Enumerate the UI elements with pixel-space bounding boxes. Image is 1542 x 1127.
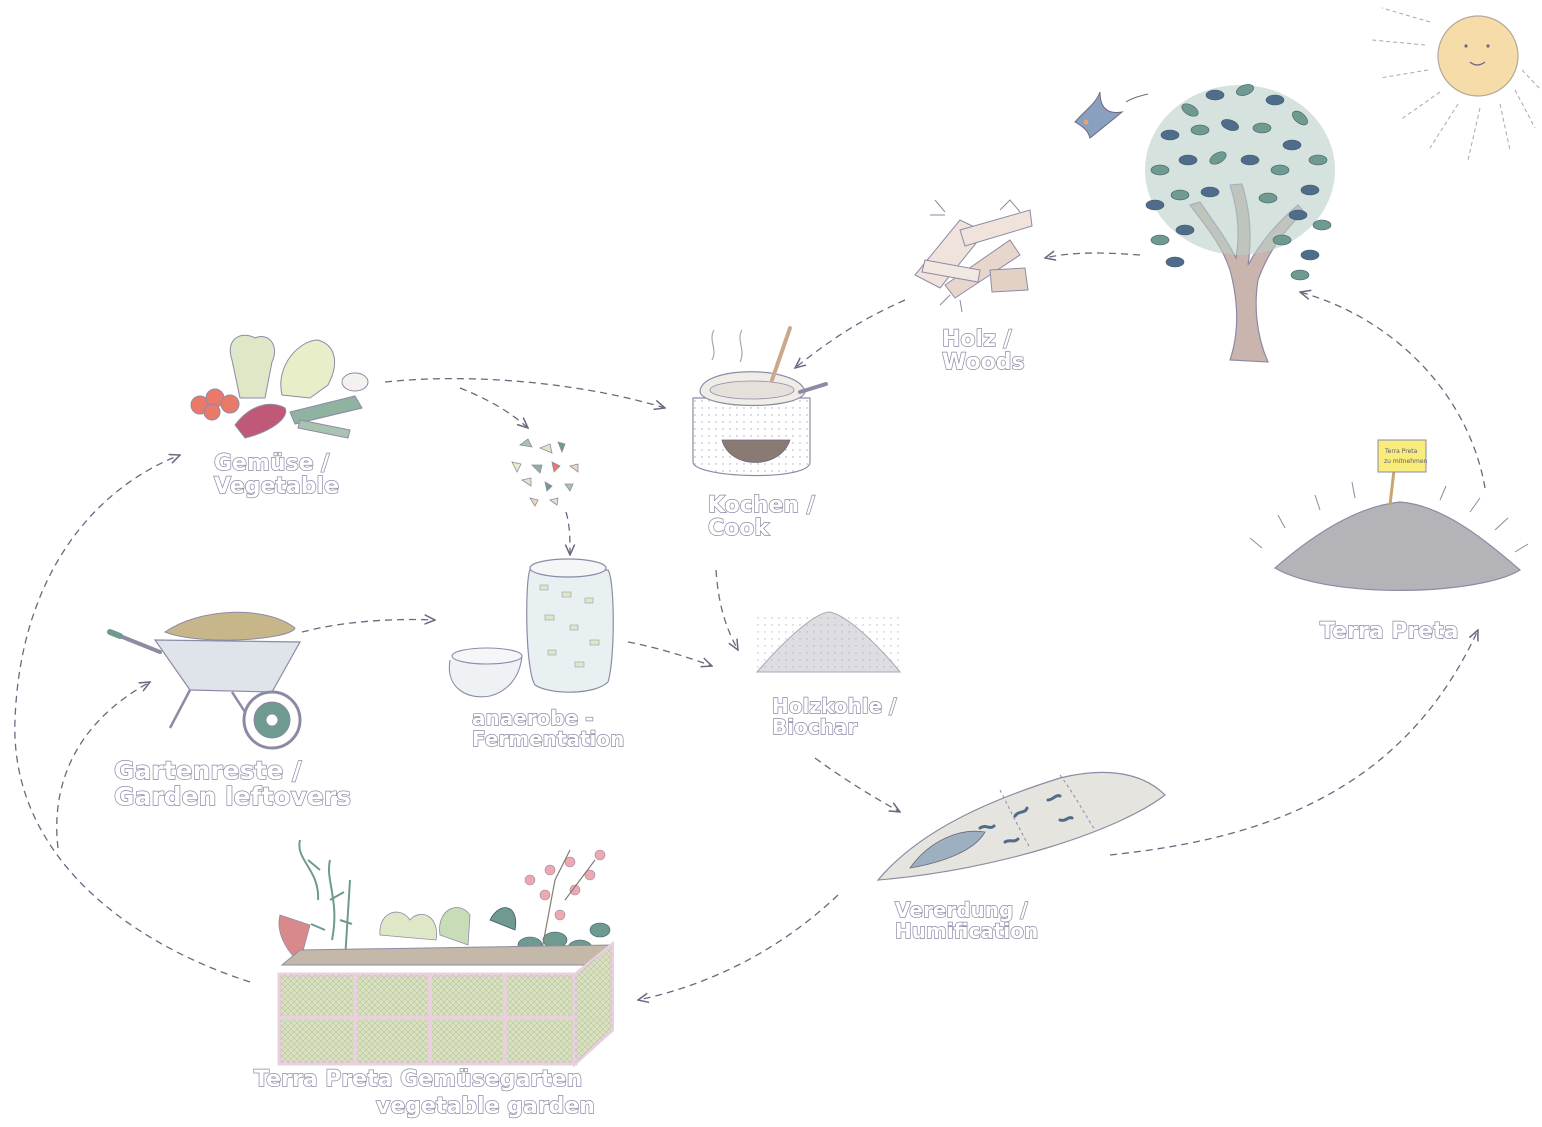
label-fermentation-en: Fermentation [471, 727, 625, 751]
fermentation-jar-icon [448, 558, 614, 698]
arrow-wheelbarrow-to-fermentation [301, 620, 435, 633]
arrow-humification-to-garden [638, 894, 839, 1000]
label-woods-de: Holz / [941, 327, 1012, 352]
arrow-garden-to-vegetable [14, 455, 251, 983]
arrow-tree-to-woods [1045, 253, 1141, 258]
vegetables-icon [190, 334, 369, 439]
arrow-scraps-to-jar [566, 511, 570, 555]
label-cook-en: Cook [707, 516, 770, 542]
label-biochar-de: Holzkohle / [771, 694, 897, 718]
arrow-vegetable-to-cook [384, 377, 665, 408]
arrow-humification-to-terrapreta [1109, 630, 1478, 856]
arrow-biochar-to-humification [814, 757, 900, 812]
label-vegetable-de: Gemüse / [213, 451, 330, 476]
label-garden-leftovers: Gartenreste / Garden leftovers [113, 756, 352, 812]
humification-heap-icon [876, 771, 1166, 881]
food-scraps-icon [511, 438, 579, 507]
arrow-fermentation-to-biochar [627, 641, 712, 666]
arrow-terrapreta-to-tree [1300, 292, 1486, 489]
tree-icon [1145, 84, 1335, 363]
wheelbarrow-icon [107, 611, 302, 750]
arrow-woods-to-cook [795, 299, 906, 368]
label-terra-preta: Terra Preta [1319, 619, 1459, 644]
label-woods: Holz / Woods [941, 327, 1025, 376]
label-vegetable: Gemüse / Vegetable [213, 451, 339, 500]
label-humification-de: Vererdung / [894, 898, 1028, 922]
cooking-pot-icon [692, 326, 828, 477]
bird-icon [1074, 91, 1149, 139]
label-garden-leftovers-en: Garden leftovers [113, 782, 352, 812]
arrow-garden-to-wheelbarrow [56, 682, 150, 849]
label-fermentation: anaerobe - Fermentation [471, 706, 625, 751]
label-woods-en: Woods [941, 350, 1025, 376]
raised-garden-bed-icon [277, 839, 614, 1068]
label-biochar-en: Biochar [771, 715, 858, 739]
sign-line-1: Terra Preta [1384, 448, 1418, 455]
arrow-cook-to-biochar [715, 569, 738, 650]
label-biochar: Holzkohle / Biochar [771, 694, 897, 739]
biochar-pile-icon [755, 611, 902, 673]
label-vegetable-garden-de: Terra Preta Gemüsegarten [253, 1067, 583, 1092]
arrow-vegetable-to-scraps [459, 387, 528, 428]
sign-line-2: zu mitnehmen [1384, 458, 1428, 465]
terra-preta-mound-icon: Terra Preta zu mitnehmen [1249, 439, 1529, 591]
label-humification: Vererdung / Humification [894, 898, 1039, 943]
label-cook-de: Kochen / [707, 493, 815, 518]
wood-pile-icon [914, 199, 1033, 313]
label-cook: Kochen / Cook [707, 493, 815, 542]
label-vegetable-garden-en: vegetable garden [375, 1094, 595, 1119]
label-vegetable-en: Vegetable [213, 474, 339, 500]
label-fermentation-de: anaerobe - [471, 706, 594, 730]
sun-icon [1371, 7, 1542, 161]
label-humification-en: Humification [894, 919, 1039, 943]
label-garden-leftovers-de: Gartenreste / [113, 756, 302, 785]
